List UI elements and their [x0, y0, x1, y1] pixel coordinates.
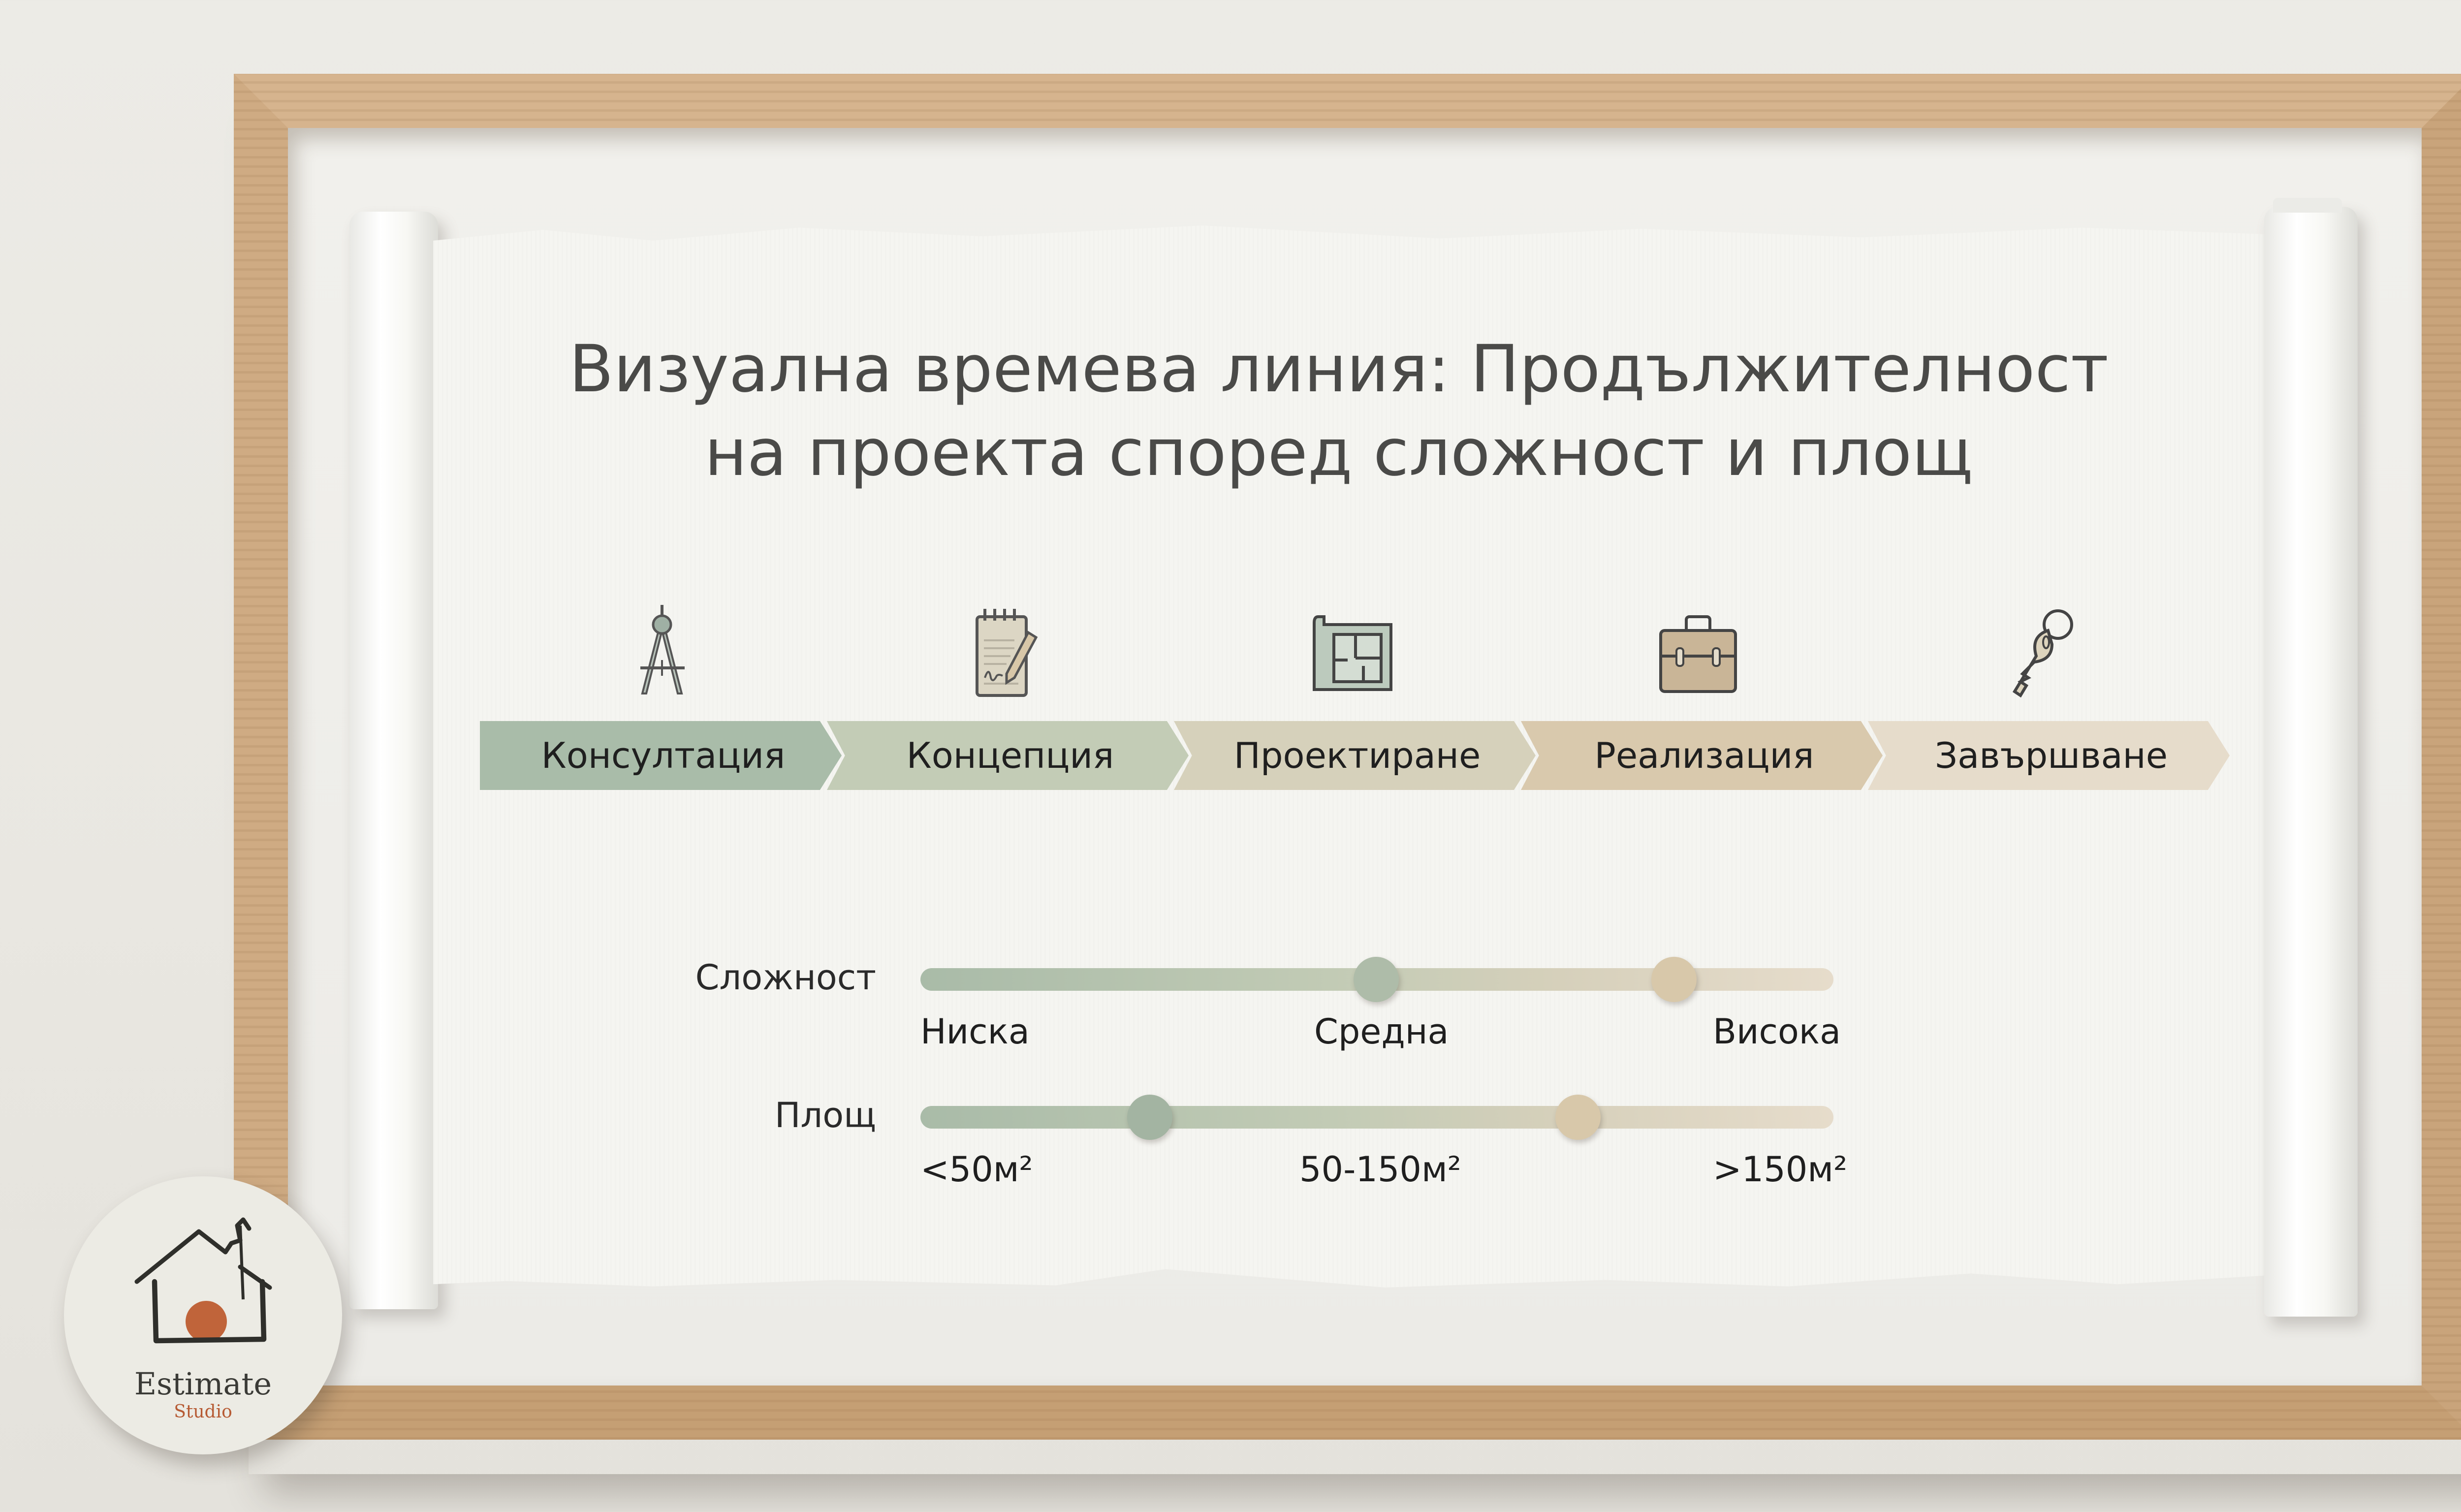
- notepad-pencil-icon: [957, 603, 1056, 701]
- area-slider-track[interactable]: [920, 1095, 1833, 1140]
- briefcase-icon: [1649, 603, 1747, 701]
- area-tick-large: >150м²: [1713, 1149, 1848, 1190]
- page-title: Визуална времева линия: Продължителност …: [443, 327, 2235, 495]
- phase-label: Реализация: [1594, 735, 1814, 776]
- phase-step-design[interactable]: Проектиране: [1174, 721, 1536, 790]
- area-label: Площ: [774, 1095, 876, 1135]
- title-line-2: на проекта според сложност и площ: [704, 415, 1973, 491]
- area-slider-thumb-2[interactable]: [1555, 1095, 1601, 1140]
- blueprint-icon: [1304, 603, 1403, 701]
- phase-label: Концепция: [906, 735, 1114, 776]
- complexity-slider-thumb-2[interactable]: [1651, 957, 1697, 1002]
- logo-name: Estimate: [134, 1366, 272, 1402]
- complexity-tick-low: Ниска: [920, 1011, 1030, 1052]
- scroll-roll-right: [2264, 198, 2358, 1317]
- complexity-tick-high: Висока: [1713, 1011, 1841, 1052]
- phase-label: Консултация: [541, 735, 786, 776]
- area-tick-medium: 50-150м²: [1299, 1149, 1461, 1190]
- phase-step-consultation[interactable]: Консултация: [480, 721, 842, 790]
- estimate-studio-logo: Estimate Studio: [64, 1176, 342, 1454]
- phase-step-concept[interactable]: Концепция: [827, 721, 1189, 790]
- complexity-tick-medium: Средна: [1314, 1011, 1449, 1052]
- area-slider-thumb-1[interactable]: [1127, 1095, 1172, 1140]
- title-line-1: Визуална времева линия: Продължителност: [569, 331, 2109, 407]
- phase-step-implementation[interactable]: Реализация: [1521, 721, 1883, 790]
- complexity-slider-track[interactable]: [920, 957, 1833, 1002]
- house-icon: [134, 1217, 272, 1344]
- key-icon: [1991, 603, 2089, 701]
- complexity-label: Сложност: [695, 957, 876, 998]
- phase-label: Проектиране: [1233, 735, 1481, 776]
- phase-label: Завършване: [1934, 735, 2168, 776]
- complexity-slider-thumb-1[interactable]: [1354, 957, 1399, 1002]
- compass-icon: [613, 603, 711, 701]
- logo-subtitle: Studio: [174, 1402, 232, 1422]
- area-tick-small: <50м²: [920, 1149, 1033, 1190]
- phase-step-completion[interactable]: Завършване: [1868, 721, 2230, 790]
- scroll-roll-left: [349, 212, 438, 1309]
